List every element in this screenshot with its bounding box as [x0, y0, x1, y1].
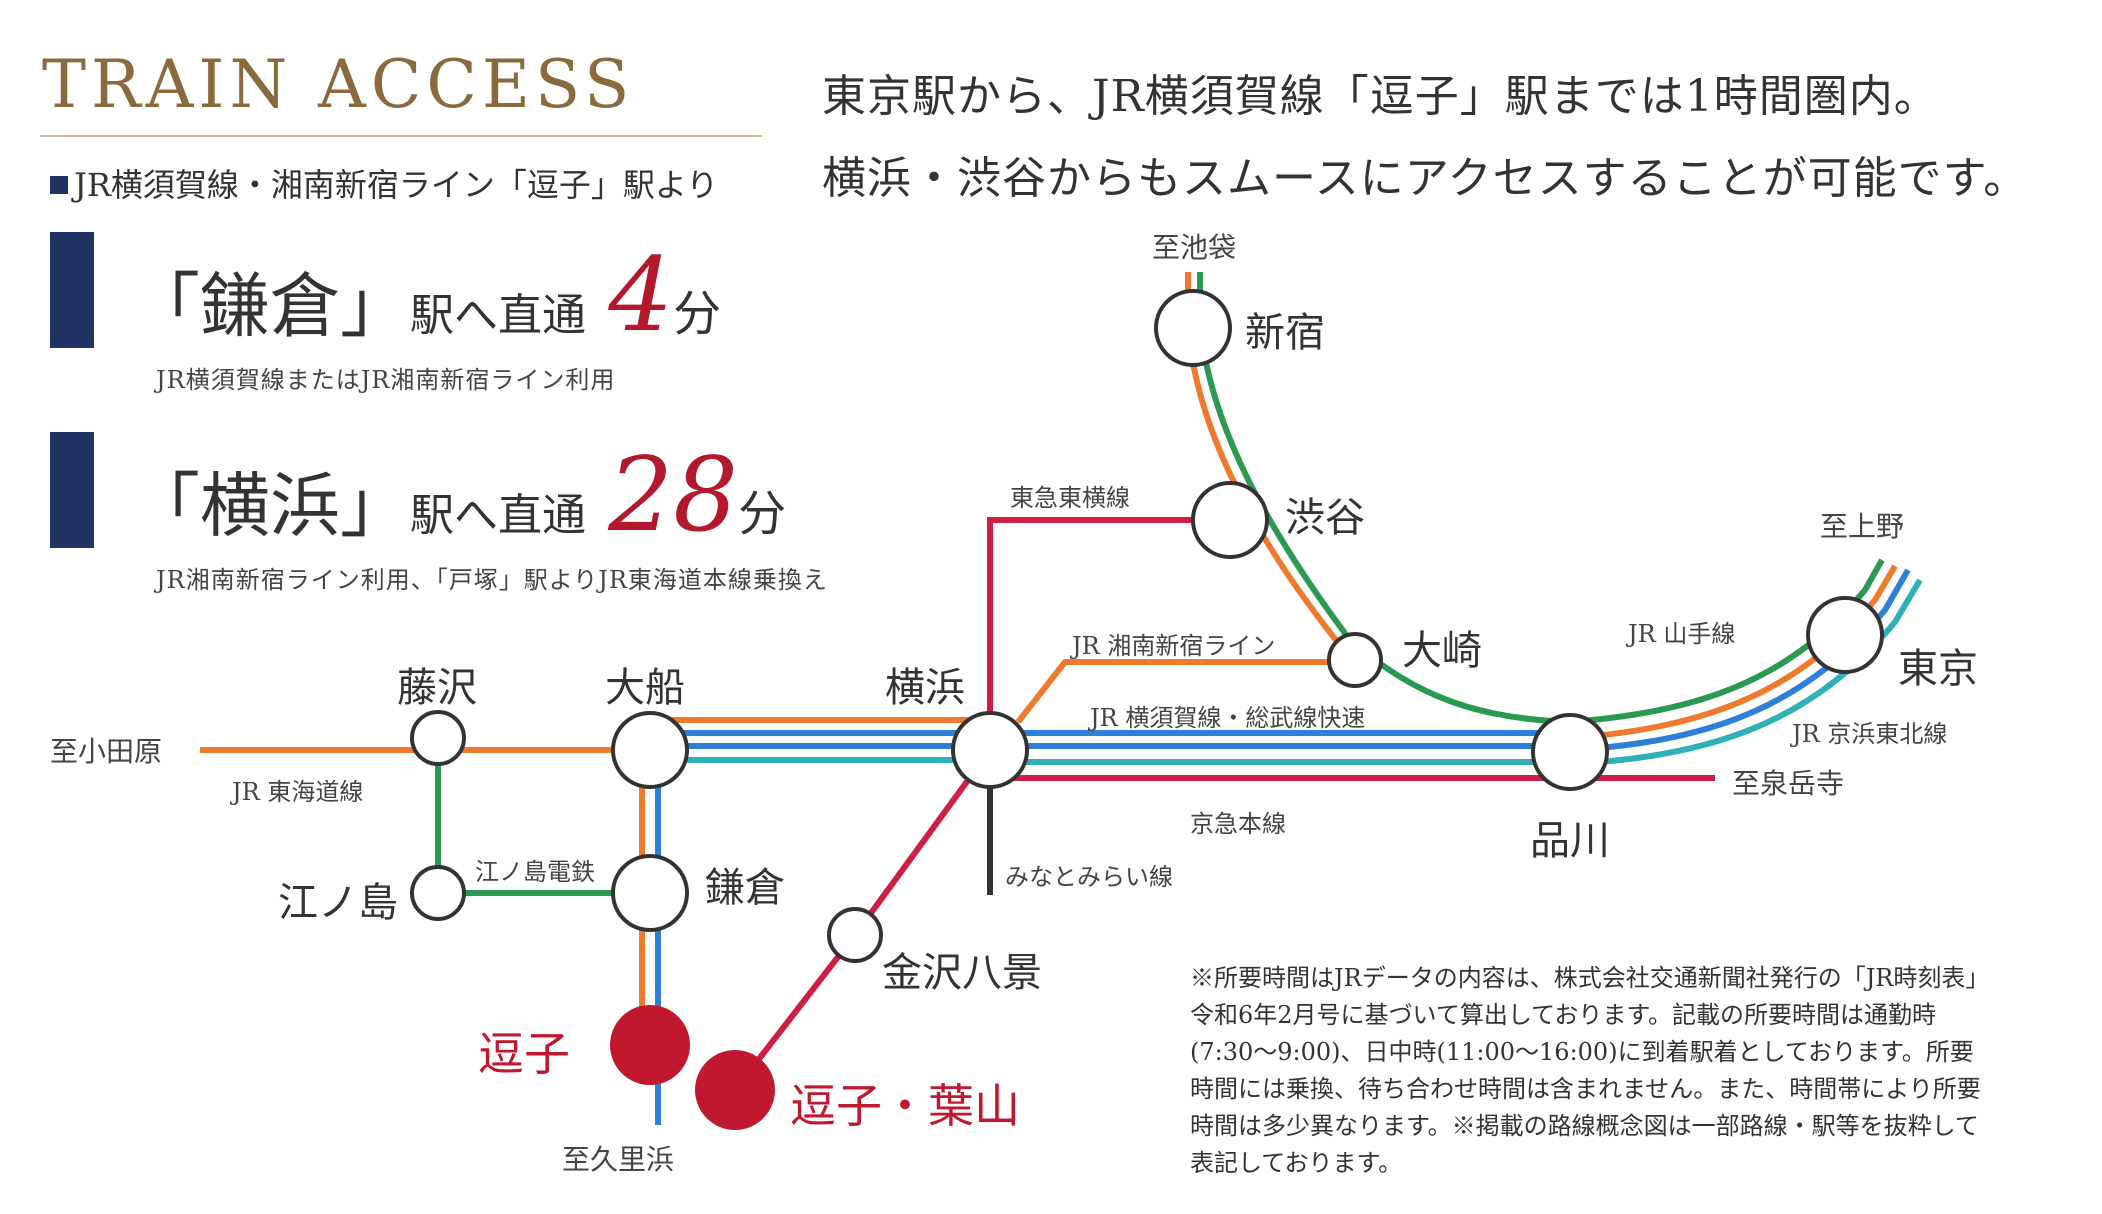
station-ofuna	[611, 711, 689, 789]
direction-ueno: 至上野	[1820, 510, 1905, 543]
label-zushi: 逗子	[478, 1027, 570, 1081]
direction-ikebukuro: 至池袋	[1152, 231, 1237, 264]
line-label-keihin-tohoku: JR 京浜東北線	[1792, 720, 1948, 748]
route-note-text: JR横須賀線・湘南新宿ライン「逗子」駅より	[74, 166, 719, 204]
label-shibuya: 渋谷	[1285, 495, 1365, 541]
highlight-suffix: 駅へ直通	[410, 290, 586, 341]
highlight-kamakura: 「鎌倉」駅へ直通 4分	[130, 236, 721, 355]
highlight-note: JR横須賀線またはJR湘南新宿ライン利用	[156, 366, 616, 394]
direction-kurihama: 至久里浜	[562, 1143, 675, 1176]
square-bullet-icon	[50, 176, 68, 194]
yamanote-west	[1197, 275, 1571, 725]
station-zushi-hayama	[695, 1050, 775, 1130]
line-label-tokyu-toyoko: 東急東横線	[1010, 484, 1130, 512]
highlight-minutes: 28	[608, 436, 739, 555]
label-osaki: 大崎	[1402, 628, 1482, 674]
title-divider	[40, 135, 762, 137]
station-kanazawa-hakkei	[827, 907, 883, 963]
label-kamakura: 鎌倉	[705, 865, 785, 911]
direction-odawara: 至小田原	[50, 735, 163, 768]
station-shinjuku	[1154, 289, 1232, 367]
station-yokohama	[951, 711, 1029, 789]
station-tokyo	[1806, 596, 1884, 674]
highlight-suffix: 駅へ直通	[410, 490, 586, 541]
highlight-unit: 分	[673, 286, 722, 342]
highlight-minutes: 4	[608, 236, 674, 355]
station-shinagawa	[1531, 713, 1609, 791]
station-osaki	[1327, 632, 1383, 688]
line-label-yokosuka-sobu: JR 横須賀線・総武線快速	[1090, 704, 1366, 732]
station-shibuya	[1191, 481, 1269, 559]
intro-line-2: 横浜・渋谷からもスムースにアクセスすることが可能です。	[822, 153, 2029, 204]
highlight-station: 「横浜」	[130, 465, 410, 547]
label-yokohama: 横浜	[885, 665, 965, 711]
station-enoshima	[410, 865, 466, 921]
highlight-note: JR湘南新宿ライン利用、「戸塚」駅よりJR東海道本線乗換え	[156, 566, 828, 594]
highlight-bar	[50, 432, 94, 548]
line-label-yamanote: JR 山手線	[1628, 620, 1736, 648]
station-fujisawa	[410, 710, 466, 766]
line-label-shonan-shinjuku: JR 湘南新宿ライン	[1072, 632, 1276, 660]
station-zushi	[610, 1005, 690, 1085]
label-tokyo: 東京	[1898, 646, 1978, 692]
intro-line-1: 東京駅から、JR横須賀線「逗子」駅までは1時間圏内。	[822, 71, 1939, 122]
label-shinagawa: 品川	[1530, 818, 1610, 864]
label-ofuna: 大船	[605, 665, 685, 711]
highlight-bar	[50, 232, 94, 348]
station-kamakura	[611, 854, 689, 932]
label-zushi-hayama: 逗子・葉山	[790, 1079, 1020, 1133]
route-note: JR横須賀線・湘南新宿ライン「逗子」駅より	[50, 160, 718, 206]
line-label-keikyu: 京急本線	[1190, 810, 1286, 838]
tokyu-toyoko-line	[987, 517, 1230, 750]
label-enoshima: 江ノ島	[278, 880, 398, 926]
highlight-unit: 分	[738, 486, 787, 542]
line-label-minatomirai: みなとみらい線	[1005, 863, 1173, 891]
line-label-tokaido: JR 東海道線	[232, 778, 364, 806]
line-label-enoden: 江ノ島電鉄	[475, 858, 595, 886]
label-shinjuku: 新宿	[1245, 310, 1325, 356]
highlight-yokohama: 「横浜」駅へ直通 28分	[130, 436, 786, 555]
label-kanazawa-hakkei: 金沢八景	[882, 950, 1042, 996]
footnote: ※所要時間はJRデータの内容は、株式会社交通新聞社発行の「JR時刻表」令和6年2…	[1190, 964, 1990, 1177]
shonan-shinjuku-branch	[1015, 659, 1352, 724]
direction-sengakuji: 至泉岳寺	[1732, 767, 1845, 800]
label-fujisawa: 藤沢	[397, 665, 477, 711]
highlight-station: 「鎌倉」	[130, 265, 410, 347]
page-title: TRAIN ACCESS	[42, 46, 635, 123]
